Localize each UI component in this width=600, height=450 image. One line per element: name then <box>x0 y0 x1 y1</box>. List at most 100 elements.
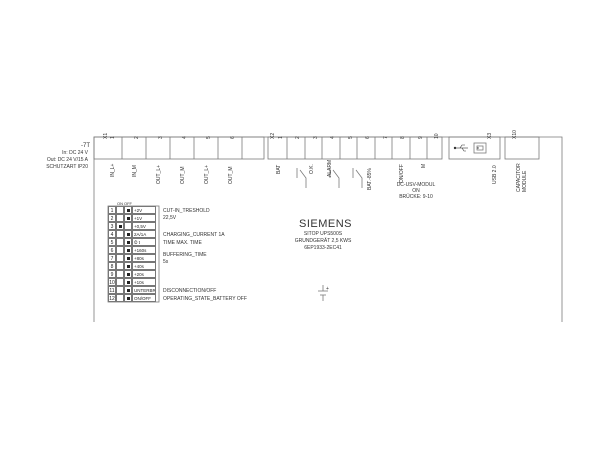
rating-input: In: DC 24 V <box>62 150 88 156</box>
terminal-label-out-l-plus: OUT_L+ <box>156 164 162 184</box>
dip-switch-number: 9 <box>108 270 116 278</box>
dip-switch-on-position[interactable] <box>116 278 124 286</box>
x1-pin-number: 4 <box>182 136 188 139</box>
dip-switch-on-position[interactable] <box>116 286 124 294</box>
x1-pin-number: 3 <box>158 136 164 139</box>
device-order-number: 6EP1933-2EC41 <box>304 245 342 251</box>
rating-output: Out: DC 24 V/15 A <box>46 157 88 163</box>
connector-id-x10: X10 <box>512 130 518 139</box>
dip-switch-number: 1 <box>108 206 116 214</box>
dip-switch-value: +20s <box>132 270 156 278</box>
x1-pin-number: 1 <box>110 136 116 139</box>
dip-switch-on-position[interactable] <box>116 262 124 270</box>
device-type: GRUNDGERÄT 2,5 KWS <box>294 238 352 244</box>
usb-port-symbol <box>473 142 487 154</box>
dip-switch-off-position[interactable] <box>124 254 132 262</box>
dip-switch-knob <box>127 257 130 260</box>
dip-switch-off-position[interactable] <box>124 278 132 286</box>
x2-pin-number: 9 <box>418 136 424 139</box>
device-model: SITOP UPS500S <box>303 231 343 237</box>
connector-x1-body <box>93 136 265 160</box>
dip-switch-off-position[interactable] <box>124 270 132 278</box>
x1-pin-number: 2 <box>134 136 140 139</box>
dip-switch-off-position[interactable] <box>124 238 132 246</box>
function-label: 22,5V <box>163 215 177 221</box>
x2-pin-number: 10 <box>434 133 440 139</box>
dip-switch-on-position[interactable] <box>116 214 124 222</box>
dip-switch-off-position[interactable] <box>124 206 132 214</box>
terminal-label-in-l-plus: IN_L+ <box>110 163 116 177</box>
dip-switch-number: 4 <box>108 230 116 238</box>
dip-switch-knob <box>127 233 130 236</box>
dip-header-off: OFF <box>124 201 132 206</box>
dip-header-on: ON <box>117 201 123 206</box>
dip-switch-value: +40s <box>132 262 156 270</box>
x2-pin-number: 7 <box>383 136 389 139</box>
dip-switch-off-position[interactable] <box>124 286 132 294</box>
dip-switch-knob <box>127 217 130 220</box>
function-label: DISCONNECTION/OFF <box>163 288 217 294</box>
dip-switch-off-position[interactable] <box>124 214 132 222</box>
dip-switch-off-position[interactable] <box>124 262 132 270</box>
connector-x2-body <box>267 136 443 160</box>
function-label: CUT-IN_TRESHOLD <box>163 208 210 214</box>
dip-switch-number: 3 <box>108 222 116 230</box>
dip-switch-number: 8 <box>108 262 116 270</box>
x1-pin-number: 5 <box>206 136 212 139</box>
x2-pin-number: 4 <box>330 136 336 139</box>
dip-switch-number: 7 <box>108 254 116 262</box>
dip-switch-knob <box>127 209 130 212</box>
dip-switch-knob <box>127 249 130 252</box>
terminal-label-alarm: ALARM <box>327 159 333 177</box>
dip-switch-value: +80s <box>132 254 156 262</box>
x2-pin-number: 8 <box>400 136 406 139</box>
dip-switch-value: +10s <box>132 278 156 286</box>
dip-switch-on-position[interactable] <box>116 254 124 262</box>
terminal-label-out-m: OUT_M <box>180 166 186 185</box>
dip-switch-off-position[interactable] <box>124 294 132 302</box>
dip-switch-on-position[interactable] <box>116 270 124 278</box>
terminal-label-out-m: OUT_M <box>228 166 234 185</box>
function-label: CHARGING_CURRENT 1A <box>163 232 225 238</box>
dip-switch-on-position[interactable] <box>116 222 124 230</box>
dip-switch-number: 10 <box>108 278 116 286</box>
dip-switch-on-position[interactable] <box>116 294 124 302</box>
dip-switch-on-position[interactable] <box>116 246 124 254</box>
terminal-label-on-off: ON/OFF <box>399 164 405 183</box>
dip-switch-off-position[interactable] <box>124 222 132 230</box>
connector-x3-body <box>448 136 501 160</box>
dip-switch-off-position[interactable] <box>124 230 132 238</box>
dip-switch-value: ON/OFF <box>132 294 156 302</box>
function-label: OPERATING_STATE_BATTERY OFF <box>163 296 247 302</box>
dip-switch-knob <box>127 289 130 292</box>
rating-protection: SCHUTZART IP20 <box>46 164 88 170</box>
dip-switch-value: UNTERBR. <box>132 286 156 294</box>
dip-switch-on-position[interactable] <box>116 238 124 246</box>
x2-pin-number: 6 <box>365 136 371 139</box>
x2-pin-number: 2 <box>295 136 301 139</box>
capacitor-polarity-label: + <box>326 286 329 292</box>
terminal-label-m: M <box>421 163 427 168</box>
dip-switch-number: 12 <box>108 294 116 302</box>
dip-switch-on-position[interactable] <box>116 206 124 214</box>
function-label: BUFFERING_TIME <box>163 252 207 258</box>
dip-switch-off-position[interactable] <box>124 246 132 254</box>
terminal-label-capacitor-module: CAPACITOR MODULE <box>516 163 528 192</box>
dip-switch-number: 5 <box>108 238 116 246</box>
dc-usv-note: DC-USV-MODUL ON BRÜCKE: 9-10 <box>388 182 444 200</box>
connector-id-x3: X3 <box>487 132 493 139</box>
connector-id-x2: X2 <box>270 132 276 139</box>
function-label: TIME MAX. TIME <box>163 240 202 246</box>
terminal-label-in-m: IN_M <box>132 165 138 177</box>
device-ratings: In: DC 24 V Out: DC 24 V/15 A SCHUTZART … <box>30 150 88 171</box>
dip-switch-on-position[interactable] <box>116 230 124 238</box>
x2-pin-number: 5 <box>348 136 354 139</box>
dip-switch-value: +160s <box>132 246 156 254</box>
x2-pin-number: 3 <box>313 136 319 139</box>
brand-logo: SIEMENS <box>299 218 353 230</box>
terminal-label-usb: USB 2.0 <box>492 165 498 184</box>
dip-switch-knob <box>127 281 130 284</box>
terminal-label-out-l-plus: OUT_L+ <box>204 164 210 184</box>
terminal-label-ok: O.K. <box>309 163 315 174</box>
device-info: SITOP UPS500S GRUNDGERÄT 2,5 KWS 6EP1933… <box>283 231 363 252</box>
